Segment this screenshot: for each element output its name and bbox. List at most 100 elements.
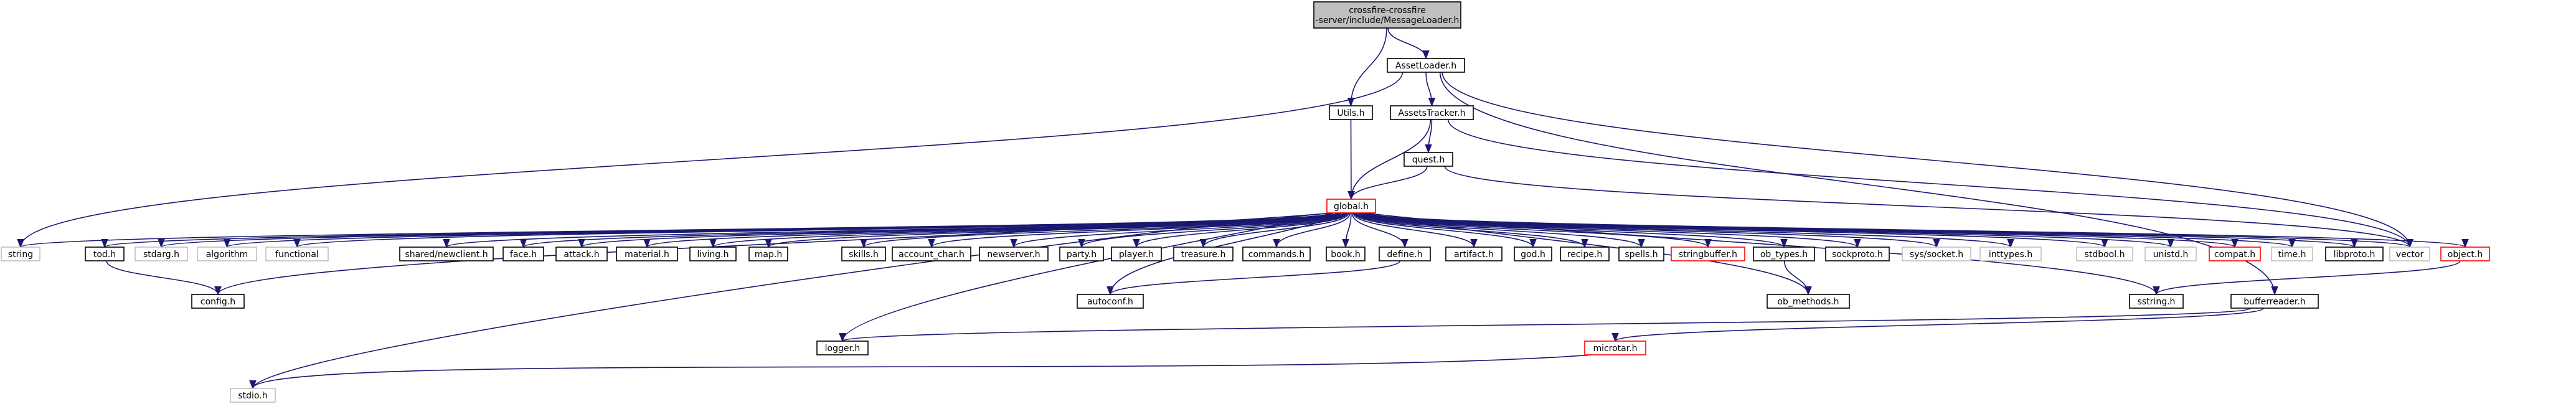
node-stringbuffer[interactable]: stringbuffer.h bbox=[1671, 247, 1745, 261]
node-living[interactable]: living.h bbox=[689, 247, 737, 261]
node-sockproto[interactable]: sockproto.h bbox=[1825, 247, 1890, 261]
node-label: logger.h bbox=[825, 344, 861, 354]
edge-global-to-ob-types bbox=[1357, 212, 1788, 248]
node-sstring[interactable]: sstring.h bbox=[2129, 294, 2184, 309]
node-assetloader[interactable]: AssetLoader.h bbox=[1387, 58, 1465, 73]
node-box bbox=[134, 247, 188, 261]
node-string[interactable]: string bbox=[1, 247, 40, 261]
edge-global-to-stringbuffer bbox=[1356, 212, 1712, 248]
node-account-char[interactable]: account_char.h bbox=[892, 247, 971, 261]
edge-global-to-account-char bbox=[928, 212, 1345, 248]
node-functional[interactable]: functional bbox=[265, 247, 329, 261]
node-microtar[interactable]: microtar.h bbox=[1584, 341, 1646, 355]
node-inttypes[interactable]: inttypes.h bbox=[1979, 247, 2042, 261]
node-bufferreader[interactable]: bufferreader.h bbox=[2230, 294, 2319, 309]
node-box bbox=[1077, 294, 1144, 309]
edge-global-to-define bbox=[1351, 212, 1408, 248]
node-sharednewclient[interactable]: shared/newclient.h bbox=[399, 247, 494, 261]
node-utils[interactable]: Utils.h bbox=[1329, 105, 1373, 120]
node-root[interactable]: crossfire-crossfire-server/include/Messa… bbox=[1313, 1, 1461, 29]
node-assetstracker[interactable]: AssetsTracker.h bbox=[1390, 105, 1474, 120]
node-box bbox=[2389, 247, 2430, 261]
node-box bbox=[1560, 247, 1610, 261]
node-config[interactable]: config.h bbox=[191, 294, 245, 309]
edge-assetstracker-to-vector bbox=[1447, 119, 2413, 248]
node-label: vector bbox=[2396, 250, 2424, 260]
node-label: stdarg.h bbox=[143, 250, 179, 260]
node-box bbox=[1390, 105, 1474, 120]
edge-tod-to-config bbox=[106, 260, 222, 296]
edge-object-to-sstring bbox=[2153, 260, 2461, 296]
node-box bbox=[1618, 247, 1664, 261]
node-compat[interactable]: compat.h bbox=[2209, 247, 2261, 261]
node-spells[interactable]: spells.h bbox=[1618, 247, 1664, 261]
edge-global-to-object bbox=[1369, 212, 2468, 248]
node-attack[interactable]: attack.h bbox=[555, 247, 608, 261]
edge-quest-to-global bbox=[1347, 166, 1428, 200]
node-label: ob_types.h bbox=[1760, 250, 1808, 260]
node-label: unistd.h bbox=[2153, 250, 2189, 260]
node-syssocket[interactable]: sys/socket.h bbox=[1902, 247, 1971, 261]
node-vector[interactable]: vector bbox=[2389, 247, 2430, 261]
node-label: define.h bbox=[1387, 250, 1422, 260]
node-unistd[interactable]: unistd.h bbox=[2144, 247, 2197, 261]
node-box bbox=[979, 247, 1049, 261]
node-recipe[interactable]: recipe.h bbox=[1560, 247, 1610, 261]
node-stdbool[interactable]: stdbool.h bbox=[2076, 247, 2133, 261]
edge-global-to-logger bbox=[839, 212, 1343, 342]
node-artifact[interactable]: artifact.h bbox=[1445, 247, 1503, 261]
node-box bbox=[1902, 247, 1971, 261]
node-object[interactable]: object.h bbox=[2440, 247, 2490, 261]
node-newserver[interactable]: newserver.h bbox=[979, 247, 1049, 261]
node-libproto[interactable]: libproto.h bbox=[2325, 247, 2384, 261]
node-box bbox=[1326, 199, 1376, 214]
edge-define-to-autoconf bbox=[1106, 260, 1400, 296]
node-book[interactable]: book.h bbox=[1326, 247, 1366, 261]
node-ob-methods[interactable]: ob_methods.h bbox=[1767, 294, 1850, 309]
node-label: newserver.h bbox=[987, 250, 1040, 260]
node-box bbox=[399, 247, 494, 261]
node-label: sockproto.h bbox=[1832, 250, 1883, 260]
node-label: artifact.h bbox=[1454, 250, 1494, 260]
node-box bbox=[1445, 247, 1503, 261]
node-label: sstring.h bbox=[2138, 297, 2176, 307]
node-label: account_char.h bbox=[899, 250, 965, 260]
node-label: stdbool.h bbox=[2085, 250, 2125, 260]
node-box bbox=[2129, 294, 2184, 309]
node-party[interactable]: party.h bbox=[1059, 247, 1104, 261]
edge-global-to-sharednewclient bbox=[443, 212, 1337, 248]
node-box bbox=[816, 341, 869, 355]
node-player[interactable]: player.h bbox=[1111, 247, 1162, 261]
node-stdio[interactable]: stdio.h bbox=[230, 388, 276, 403]
node-label: party.h bbox=[1067, 250, 1097, 260]
node-quest[interactable]: quest.h bbox=[1404, 152, 1453, 167]
node-autoconf[interactable]: autoconf.h bbox=[1077, 294, 1144, 309]
node-ob-types[interactable]: ob_types.h bbox=[1753, 247, 1815, 261]
node-tod[interactable]: tod.h bbox=[85, 247, 125, 261]
node-skills[interactable]: skills.h bbox=[841, 247, 886, 261]
node-box bbox=[1173, 247, 1234, 261]
node-time[interactable]: time.h bbox=[2271, 247, 2313, 261]
node-map[interactable]: map.h bbox=[748, 247, 788, 261]
node-label: AssetLoader.h bbox=[1395, 61, 1456, 71]
node-commands[interactable]: commands.h bbox=[1242, 247, 1311, 261]
node-god[interactable]: god.h bbox=[1514, 247, 1552, 261]
node-box bbox=[555, 247, 608, 261]
node-logger[interactable]: logger.h bbox=[816, 341, 869, 355]
node-box bbox=[197, 247, 257, 261]
nodes-layer: crossfire-crossfire-server/include/Messa… bbox=[1, 1, 2490, 403]
node-treasure[interactable]: treasure.h bbox=[1173, 247, 1234, 261]
edge-global-to-party bbox=[1078, 212, 1347, 248]
node-face[interactable]: face.h bbox=[502, 247, 544, 261]
node-stdarg[interactable]: stdarg.h bbox=[134, 247, 188, 261]
node-define[interactable]: define.h bbox=[1379, 247, 1431, 261]
node-label: skills.h bbox=[849, 250, 879, 260]
node-box bbox=[191, 294, 245, 309]
node-algorithm[interactable]: algorithm bbox=[197, 247, 257, 261]
node-material[interactable]: material.h bbox=[616, 247, 678, 261]
node-box bbox=[502, 247, 544, 261]
node-label: stringbuffer.h bbox=[1679, 250, 1737, 260]
node-box bbox=[1326, 247, 1366, 261]
node-global[interactable]: global.h bbox=[1326, 199, 1376, 214]
node-label: string bbox=[8, 250, 33, 260]
